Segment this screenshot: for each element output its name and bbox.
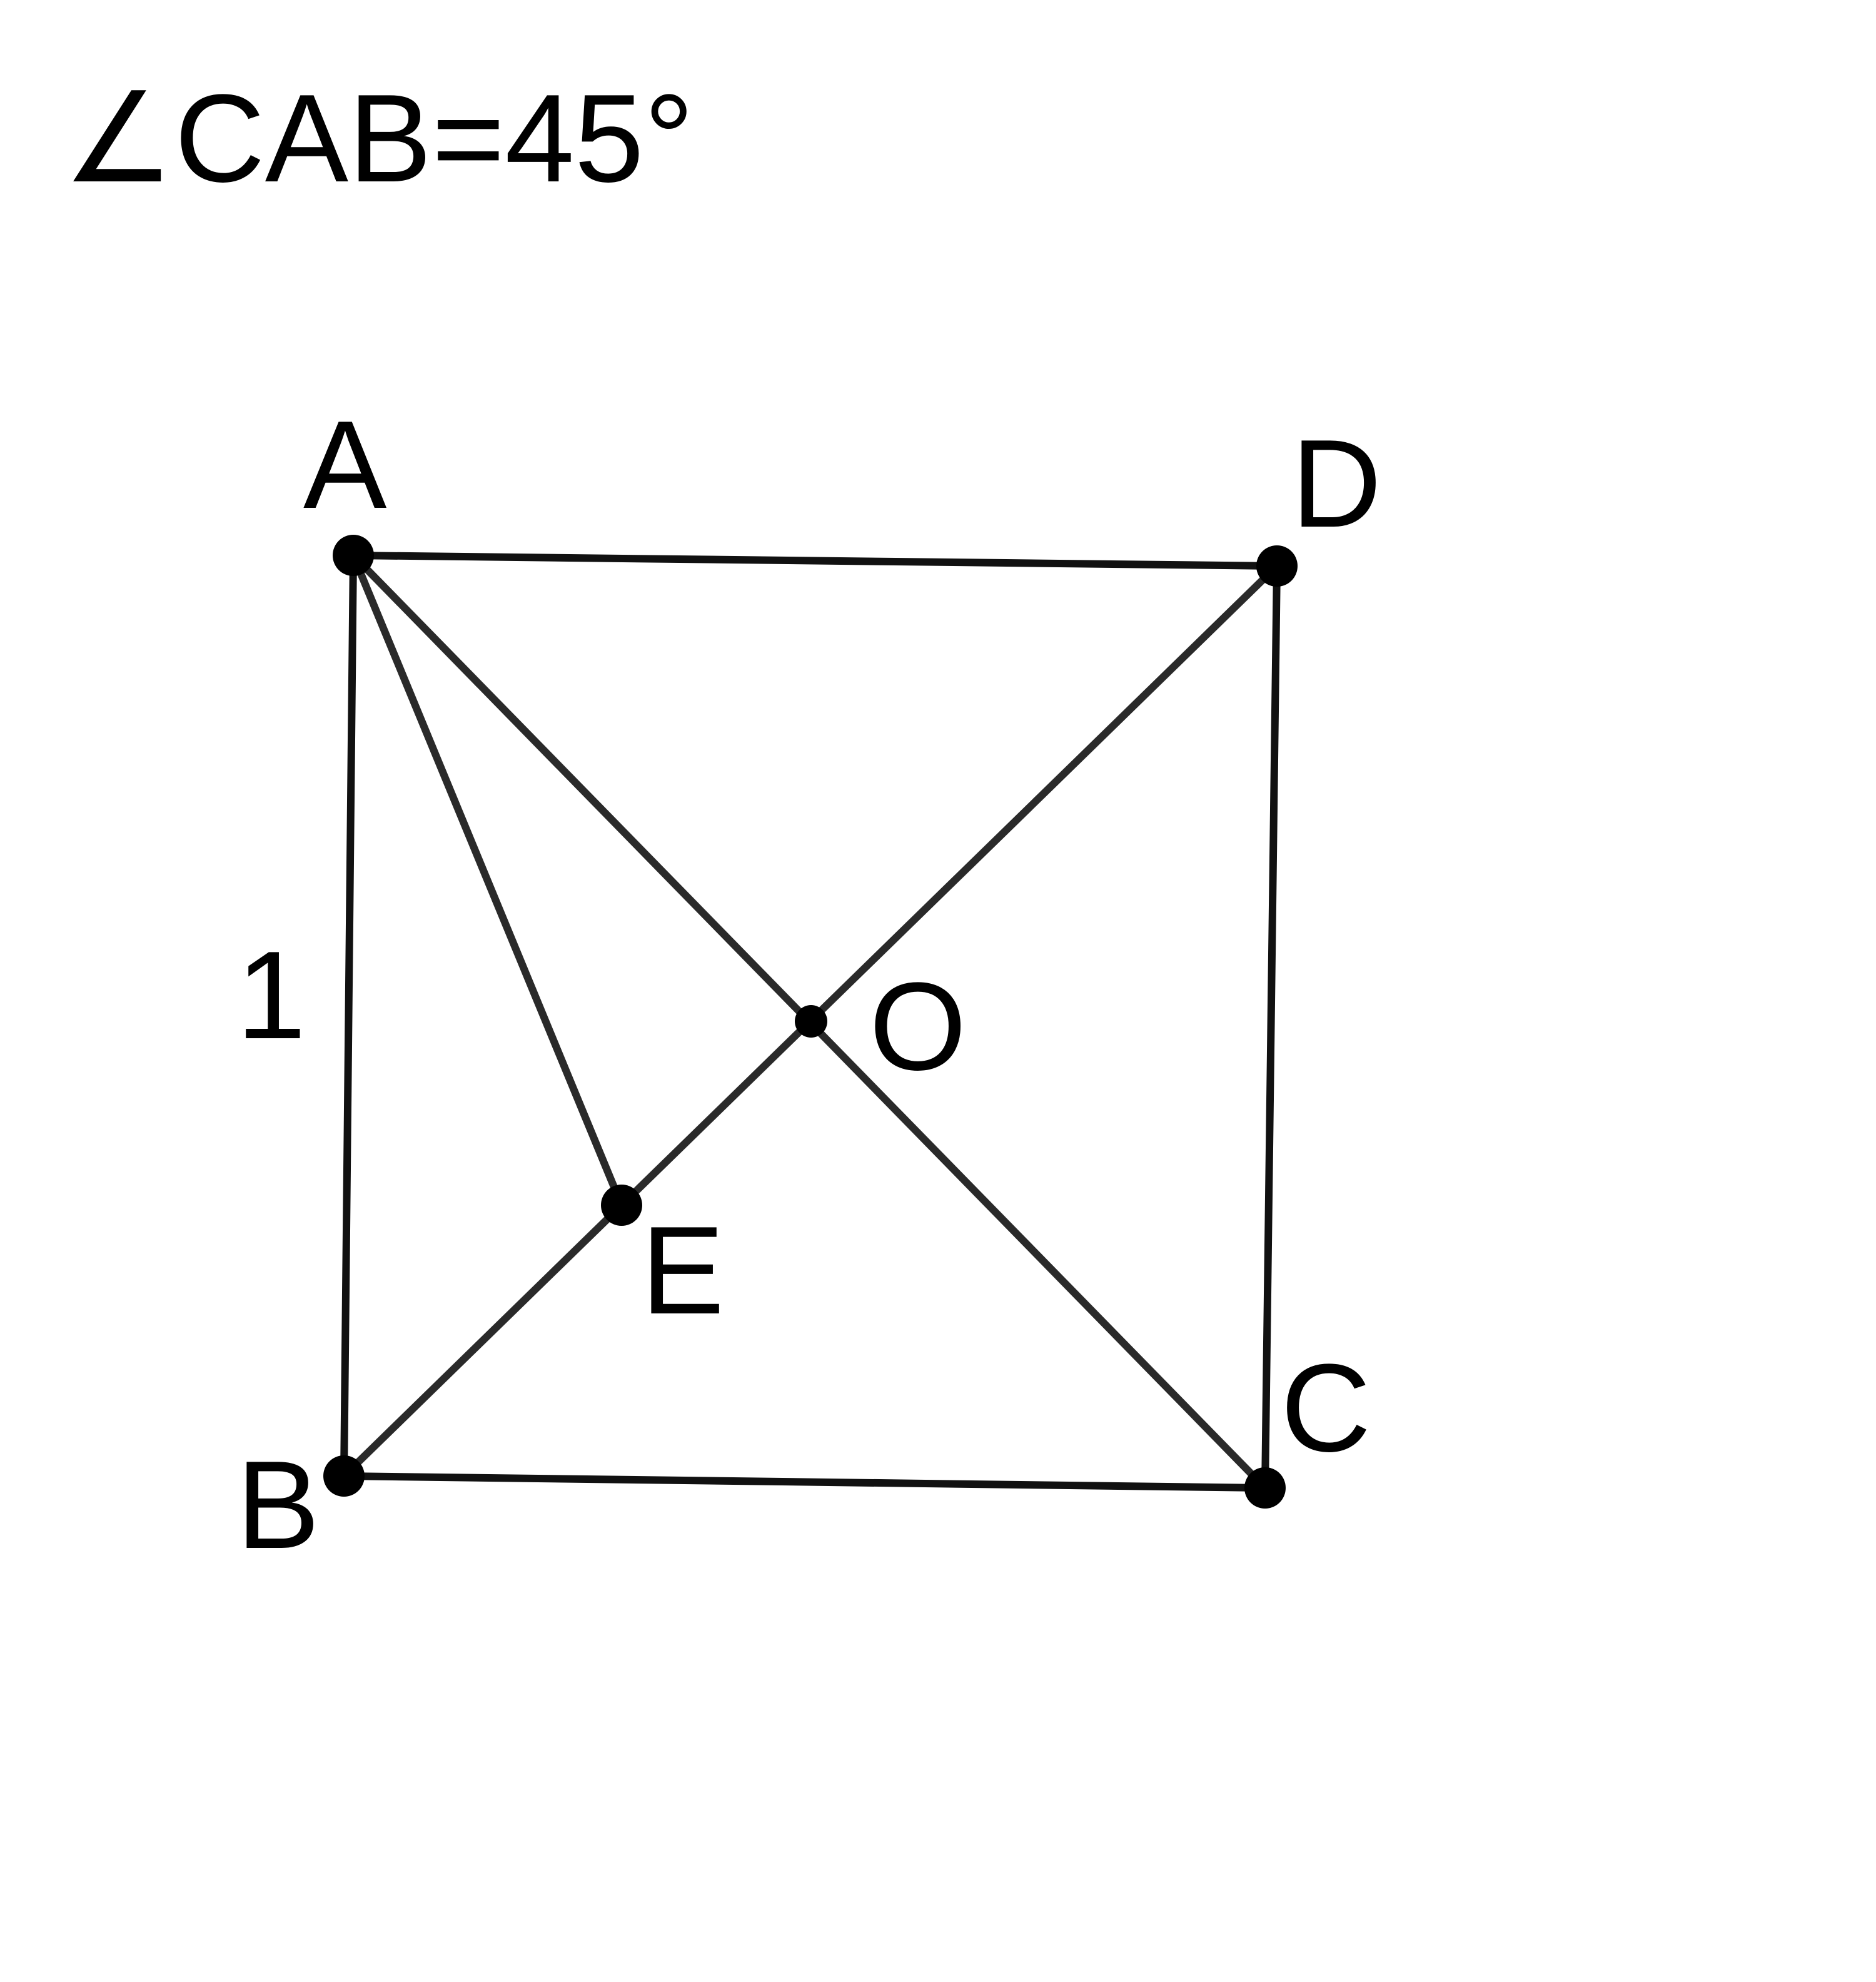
label-a: A — [303, 395, 387, 535]
point-a — [333, 535, 374, 576]
label-c: C — [1281, 1338, 1371, 1478]
point-e — [601, 1185, 642, 1226]
label-b: B — [236, 1435, 320, 1575]
point-labels: A D B C O E — [236, 395, 1381, 1575]
segment-bc — [340, 1472, 1269, 1492]
points — [323, 535, 1298, 1509]
point-d — [1256, 545, 1298, 587]
segment-ae — [350, 552, 625, 1209]
segment-ab — [340, 552, 357, 1480]
point-o — [795, 1005, 827, 1038]
label-o: O — [869, 957, 967, 1096]
side-length-label: 1 — [236, 926, 306, 1065]
segment-ad — [350, 552, 1281, 570]
segment-dc — [1261, 562, 1281, 1492]
label-d: D — [1291, 414, 1381, 554]
point-b — [323, 1455, 365, 1497]
point-c — [1244, 1467, 1286, 1509]
angle-annotation: ∠CAB=45° — [63, 69, 694, 208]
label-e: E — [641, 1201, 724, 1340]
